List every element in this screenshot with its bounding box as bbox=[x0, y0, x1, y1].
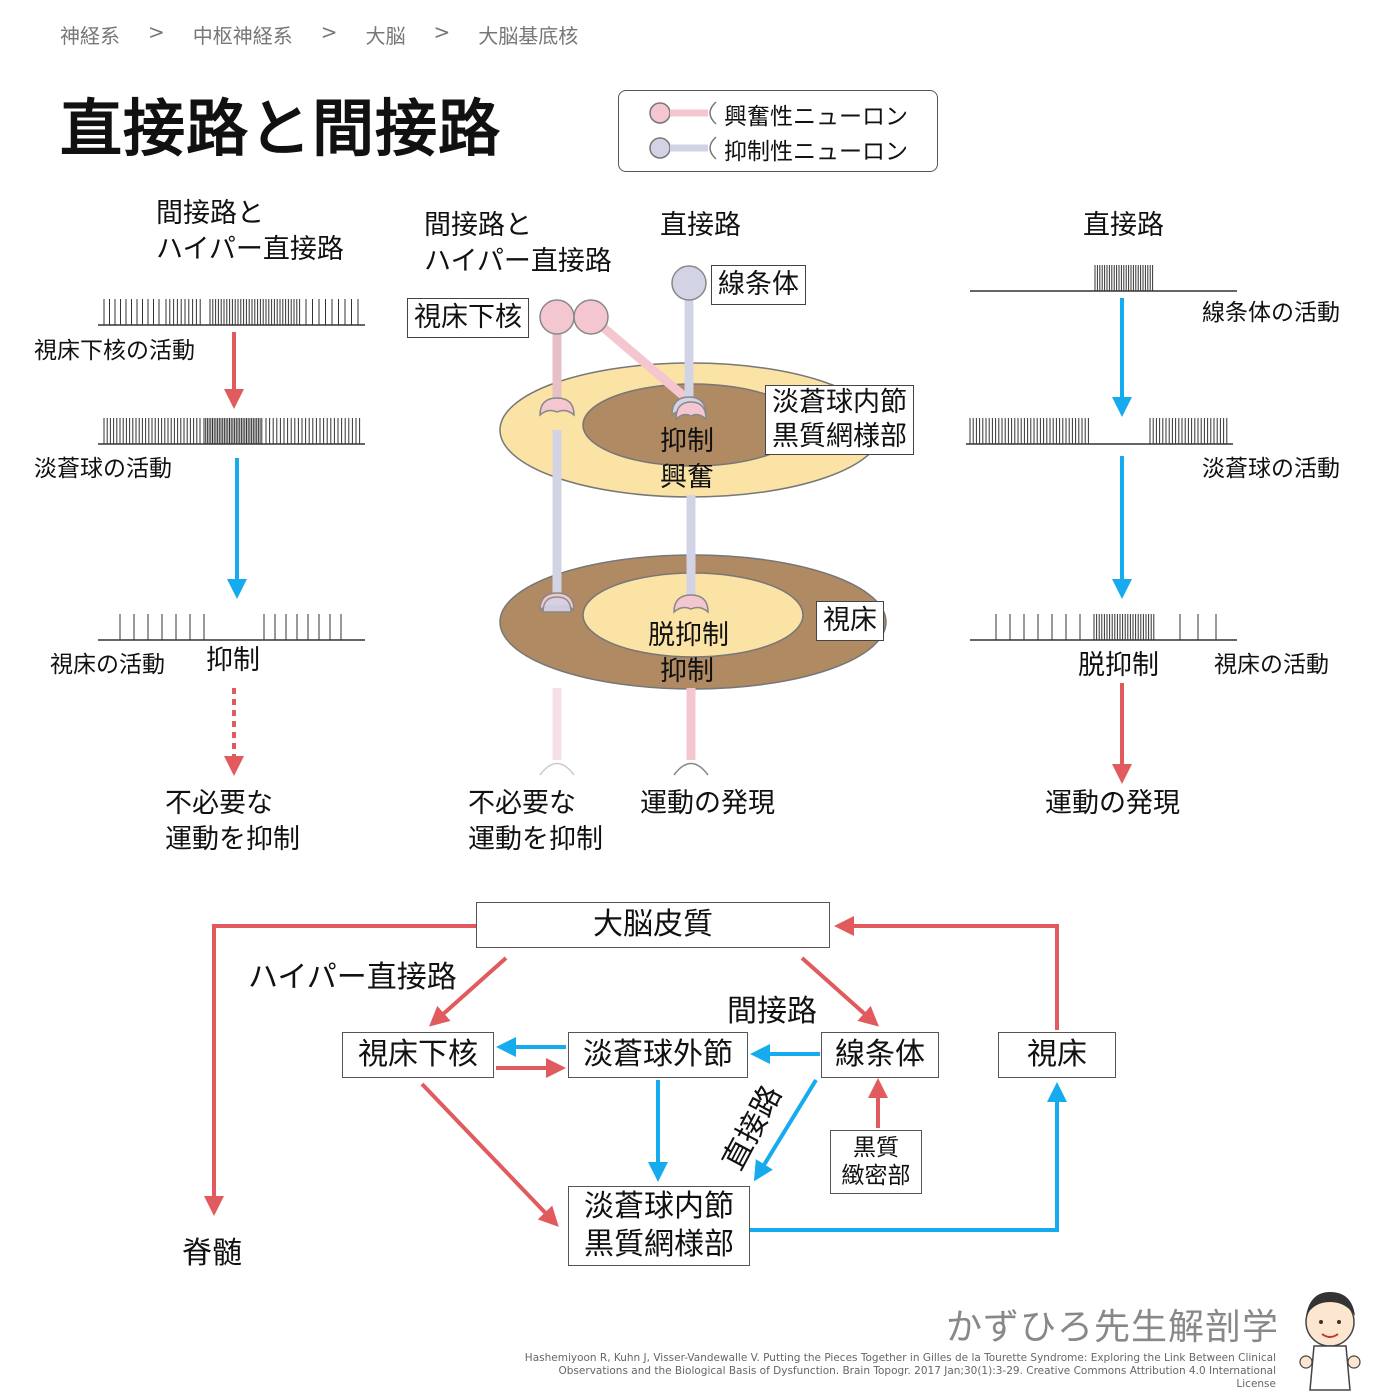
striatum-to-gpi-arrow bbox=[753, 1078, 818, 1182]
thal-state-label: 抑制 bbox=[206, 645, 260, 676]
gpi-inhibit-label: 抑制 bbox=[660, 426, 714, 457]
cortex-to-spinal-arrow bbox=[204, 924, 476, 1216]
center-result-right: 運動の発現 bbox=[640, 788, 775, 819]
right-thal-state-label: 脱抑制 bbox=[1078, 650, 1159, 681]
breadcrumb-separator: > bbox=[433, 20, 451, 44]
flow-gpi-line2: 黒質網様部 bbox=[584, 1227, 734, 1262]
center-result-left-line2: 運動を抑制 bbox=[468, 824, 603, 855]
breadcrumb: 神経系 > 中枢神経系 > 大脳 > 大脳基底核 bbox=[60, 20, 578, 49]
stn-neuron-right bbox=[573, 299, 691, 403]
flow-cortex-box: 大脳皮質 bbox=[476, 902, 830, 948]
thalamic-neuron-right bbox=[673, 688, 709, 776]
thalamus-spike-train-right bbox=[995, 614, 1217, 640]
gp-spike-train-right bbox=[969, 418, 1228, 444]
thal-disinhibit-label: 脱抑制 bbox=[648, 620, 729, 651]
breadcrumb-separator: > bbox=[148, 20, 165, 44]
stn-to-gpi-arrow bbox=[420, 1082, 559, 1227]
legend-excitatory-label: 興奮性ニューロン bbox=[724, 104, 908, 130]
left-result-line1: 不必要な bbox=[165, 788, 273, 819]
cortex-to-striatum-arrow bbox=[800, 956, 879, 1027]
thal-inhibit-label: 抑制 bbox=[660, 656, 714, 687]
flow-snc-box: 黒質 緻密部 bbox=[830, 1130, 922, 1194]
center-indirect-line2: ハイパー直接路 bbox=[424, 246, 612, 277]
striatum-activity-label: 線条体の活動 bbox=[1202, 300, 1340, 326]
center-direct-label: 直接路 bbox=[660, 210, 741, 241]
flow-gpe-box: 淡蒼球外節 bbox=[568, 1032, 748, 1078]
breadcrumb-item[interactable]: 中枢神経系 bbox=[192, 24, 293, 48]
thalamus-spike-train bbox=[119, 614, 342, 640]
flow-snc-line2: 緻密部 bbox=[841, 1163, 911, 1189]
striatum-spike-train bbox=[1094, 265, 1154, 291]
legend bbox=[618, 90, 938, 172]
breadcrumb-separator: > bbox=[320, 20, 338, 44]
gp-activity-label: 淡蒼球の活動 bbox=[34, 456, 172, 482]
flow-thalamus-box: 視床 bbox=[998, 1032, 1116, 1078]
breadcrumb-item[interactable]: 大脳基底核 bbox=[478, 24, 579, 48]
center-result-left-line1: 不必要な bbox=[468, 788, 576, 819]
flow-gpi-box: 淡蒼球内節 黒質網様部 bbox=[568, 1186, 750, 1266]
left-heading-line2: ハイパー直接路 bbox=[156, 234, 344, 265]
right-heading: 直接路 bbox=[1083, 210, 1164, 241]
left-heading-line1: 間接路と bbox=[156, 198, 264, 229]
stn-spike-train bbox=[103, 299, 359, 325]
thalamus-to-cortex-arrow bbox=[834, 916, 1059, 1030]
right-result: 運動の発現 bbox=[1045, 788, 1180, 819]
thalamus-label: 視床 bbox=[816, 601, 884, 641]
stn-neuron-left bbox=[539, 299, 575, 417]
thal-activity-label: 視床の活動 bbox=[50, 652, 165, 678]
flow-indirect-label: 間接路 bbox=[727, 994, 817, 1029]
citation-credit: Hashemiyoon R, Kuhn J, Visser-Vandewalle… bbox=[524, 1352, 1276, 1390]
breadcrumb-item[interactable]: 大脳 bbox=[365, 24, 406, 48]
legend-inhibitory-label: 抑制性ニューロン bbox=[724, 139, 908, 165]
center-indirect-line1: 間接路と bbox=[424, 210, 532, 241]
gpi-neuron-left bbox=[539, 430, 575, 613]
striatum-neuron bbox=[671, 265, 707, 421]
gpi-to-thalamus-arrow bbox=[750, 1082, 1067, 1232]
page-title: 直接路と間接路 bbox=[60, 92, 502, 165]
breadcrumb-item[interactable]: 神経系 bbox=[60, 24, 120, 48]
gp-spike-train bbox=[103, 418, 361, 444]
stn-label: 視床下核 bbox=[407, 298, 529, 338]
flow-hyperdirect-label: ハイパー直接路 bbox=[248, 960, 457, 995]
legend-excitatory-neuron-icon bbox=[649, 101, 717, 125]
thalamic-neuron-left bbox=[539, 688, 575, 776]
gpi-label: 淡蒼球内節 黒質網様部 bbox=[765, 385, 914, 455]
flow-striatum-box: 線条体 bbox=[821, 1032, 939, 1078]
flow-spinal-label: 脊髄 bbox=[182, 1236, 242, 1271]
right-gp-activity-label: 淡蒼球の活動 bbox=[1202, 456, 1340, 482]
flow-snc-line1: 黒質 bbox=[853, 1135, 899, 1161]
gpi-excite-label: 興奮 bbox=[660, 462, 714, 493]
right-thal-activity-label: 視床の活動 bbox=[1214, 652, 1329, 678]
cortex-to-stn-arrow bbox=[429, 956, 508, 1027]
flow-stn-box: 視床下核 bbox=[342, 1032, 494, 1078]
striatum-label: 線条体 bbox=[711, 265, 806, 305]
gpi-label-line2: 黒質網様部 bbox=[772, 421, 907, 452]
brand-logo-text: かずひろ先生解剖学 bbox=[946, 1307, 1280, 1348]
legend-inhibitory-neuron-icon bbox=[649, 136, 717, 160]
flow-gpi-line1: 淡蒼球内節 bbox=[584, 1189, 734, 1224]
stn-activity-label: 視床下核の活動 bbox=[34, 338, 195, 364]
left-result-line2: 運動を抑制 bbox=[165, 824, 300, 855]
gpi-label-line1: 淡蒼球内節 bbox=[772, 387, 907, 418]
mascot-avatar bbox=[1299, 1292, 1361, 1391]
gpi-neuron-right bbox=[673, 495, 709, 614]
